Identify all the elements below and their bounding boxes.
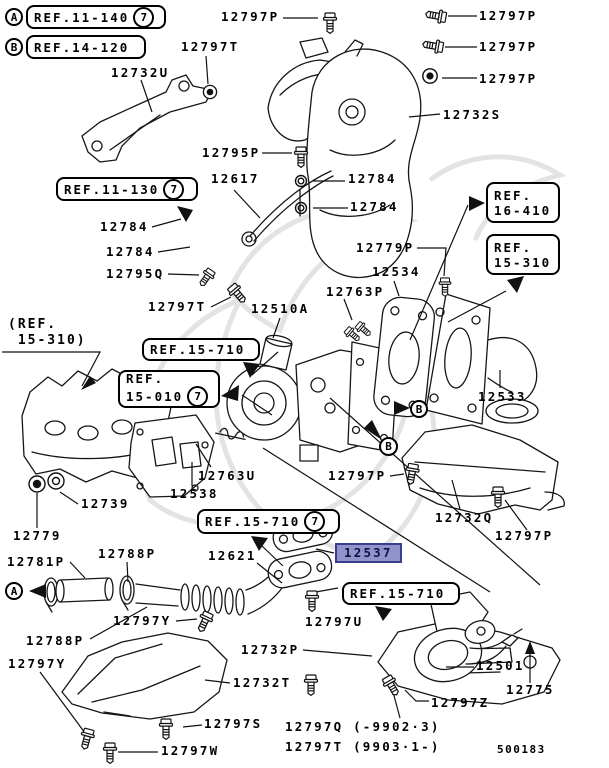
ref-label-line1: REF. (126, 371, 165, 386)
part-label-12779[interactable]: 12779 (13, 528, 62, 543)
part-label-12763P[interactable]: 12763P (326, 284, 385, 299)
circled-7-badge: 7 (133, 6, 155, 28)
part-label-12501[interactable]: 12501 (476, 658, 525, 673)
circled-7-badge: 7 (187, 386, 209, 407)
part-label-12732Q[interactable]: 12732Q (435, 510, 494, 525)
part-label-12797P[interactable]: 12797P (479, 71, 538, 86)
part-label-12788P[interactable]: 12788P (26, 633, 85, 648)
gasket-lower-flange-drawing (267, 550, 333, 589)
washers-drawing (28, 472, 65, 493)
leader-lines (2, 15, 541, 753)
part-label-12784[interactable]: 12784 (348, 171, 397, 186)
part-label-12795P[interactable]: 12795P (202, 145, 261, 160)
gasket-12763U-drawing (128, 414, 215, 498)
ref-paren-line1: (REF. (8, 317, 58, 332)
actuator-12501-drawing (413, 591, 523, 683)
part-label-12781P[interactable]: 12781P (7, 554, 66, 569)
direction-arrows (29, 196, 535, 654)
part-label-12538[interactable]: 12538 (170, 486, 219, 501)
circled-7-badge: 7 (163, 178, 185, 200)
ref-paren-15-310: (REF. 15-310) (8, 317, 87, 349)
outlet-pipe-12533-drawing (425, 293, 539, 425)
part-label-12784[interactable]: 12784 (106, 244, 155, 259)
ref-box-15-710-low: REF.15-710 7 (197, 509, 340, 534)
part-label-12533[interactable]: 12533 (478, 389, 527, 404)
part-label-12797W[interactable]: 12797W (161, 743, 220, 758)
part-label-12797S[interactable]: 12797S (204, 716, 263, 731)
part-label-12797Q[interactable]: 12797Q (-9902·3) (285, 719, 441, 734)
part-label-12795Q[interactable]: 12795Q (106, 266, 165, 281)
ref-label: REF.15-710 (350, 586, 446, 601)
ref-box-15-010: REF. 15-010 7 (118, 370, 220, 408)
diagram-number: 500183 (497, 743, 546, 756)
part-label-12775[interactable]: 12775 (506, 682, 555, 697)
part-label-12797P[interactable]: 12797P (221, 9, 280, 24)
heat-shield-12732S-drawing (306, 39, 422, 279)
circled-letter-b-mid1: B (410, 400, 428, 418)
part-label-12797P[interactable]: 12797P (479, 8, 538, 23)
ref-box-15-710-br: REF.15-710 (342, 582, 460, 605)
part-label-12797Y[interactable]: 12797Y (113, 613, 172, 628)
circled-7-badge: 7 (304, 511, 326, 532)
ref-label: REF.14-120 (34, 39, 130, 55)
circled-letter-a-bottom: A (5, 582, 23, 600)
part-label-12732T[interactable]: 12732T (233, 675, 292, 690)
bottom-heat-shield-drawing (61, 632, 228, 720)
ref-label-line1: REF. (494, 239, 533, 255)
part-label-12784[interactable]: 12784 (350, 199, 399, 214)
part-label-12763U[interactable]: 12763U (198, 468, 257, 483)
ref-box-11-140: REF.11-140 7 (26, 5, 166, 29)
ref-label: REF.15-710 (150, 342, 246, 357)
part-label-12797P[interactable]: 12797P (328, 468, 387, 483)
part-label-12797T[interactable]: 12797T (148, 299, 207, 314)
part-label-12797T[interactable]: 12797T (181, 39, 240, 54)
part-label-12534[interactable]: 12534 (372, 264, 421, 279)
ref-box-16-410: REF. 16-410 (486, 182, 560, 223)
part-label-12621[interactable]: 12621 (208, 548, 257, 563)
ref-label-line2: 16-410 (494, 202, 552, 218)
part-label-12779P[interactable]: 12779P (356, 240, 415, 255)
bracket-12732U-drawing (81, 74, 213, 163)
ref-box-11-130: REF.11-130 7 (56, 177, 198, 201)
part-label-12784[interactable]: 12784 (100, 219, 149, 234)
ref-label: REF.15-710 (205, 514, 301, 529)
part-label-12510A[interactable]: 12510A (251, 301, 310, 316)
ref-label-line2: 15-010 (126, 389, 184, 404)
circled-letter-b: B (5, 38, 23, 56)
ref-box-15-310: REF. 15-310 (486, 234, 560, 275)
selected-part-label-12537[interactable]: 12537 (335, 543, 402, 563)
ref-box-14-120: REF.14-120 (26, 35, 146, 59)
hose-assembly-drawing (43, 575, 135, 613)
ref-label-line1: REF. (494, 187, 533, 203)
ref-box-15-710-mid: REF.15-710 (142, 338, 260, 361)
part-label-12739[interactable]: 12739 (81, 496, 130, 511)
part-label-12797P[interactable]: 12797P (479, 39, 538, 54)
ref-label-line2: 15-310 (494, 254, 552, 270)
ref-label: REF.11-130 (64, 181, 160, 197)
ref-label: REF.11-140 (34, 9, 130, 25)
part-label-12797Y[interactable]: 12797Y (8, 656, 67, 671)
part-label-12797U[interactable]: 12797U (305, 614, 364, 629)
gasket-12534-drawing (373, 296, 435, 418)
part-label-12617[interactable]: 12617 (211, 171, 260, 186)
circled-letter-a: A (5, 8, 23, 26)
part-label-12797P[interactable]: 12797P (495, 528, 554, 543)
part-label-12732P[interactable]: 12732P (241, 642, 300, 657)
ref-paren-line2: 15-310) (8, 333, 87, 348)
circled-letter-b-mid2: B (379, 437, 398, 456)
part-label-12788P[interactable]: 12788P (98, 546, 157, 561)
part-label-12732U[interactable]: 12732U (111, 65, 170, 80)
part-label-12797Z[interactable]: 12797Z (431, 695, 490, 710)
part-label-12797T[interactable]: 12797T (9903·1-) (285, 739, 441, 754)
heat-shield-12732Q-drawing (401, 424, 565, 515)
part-label-12732S[interactable]: 12732S (443, 107, 502, 122)
